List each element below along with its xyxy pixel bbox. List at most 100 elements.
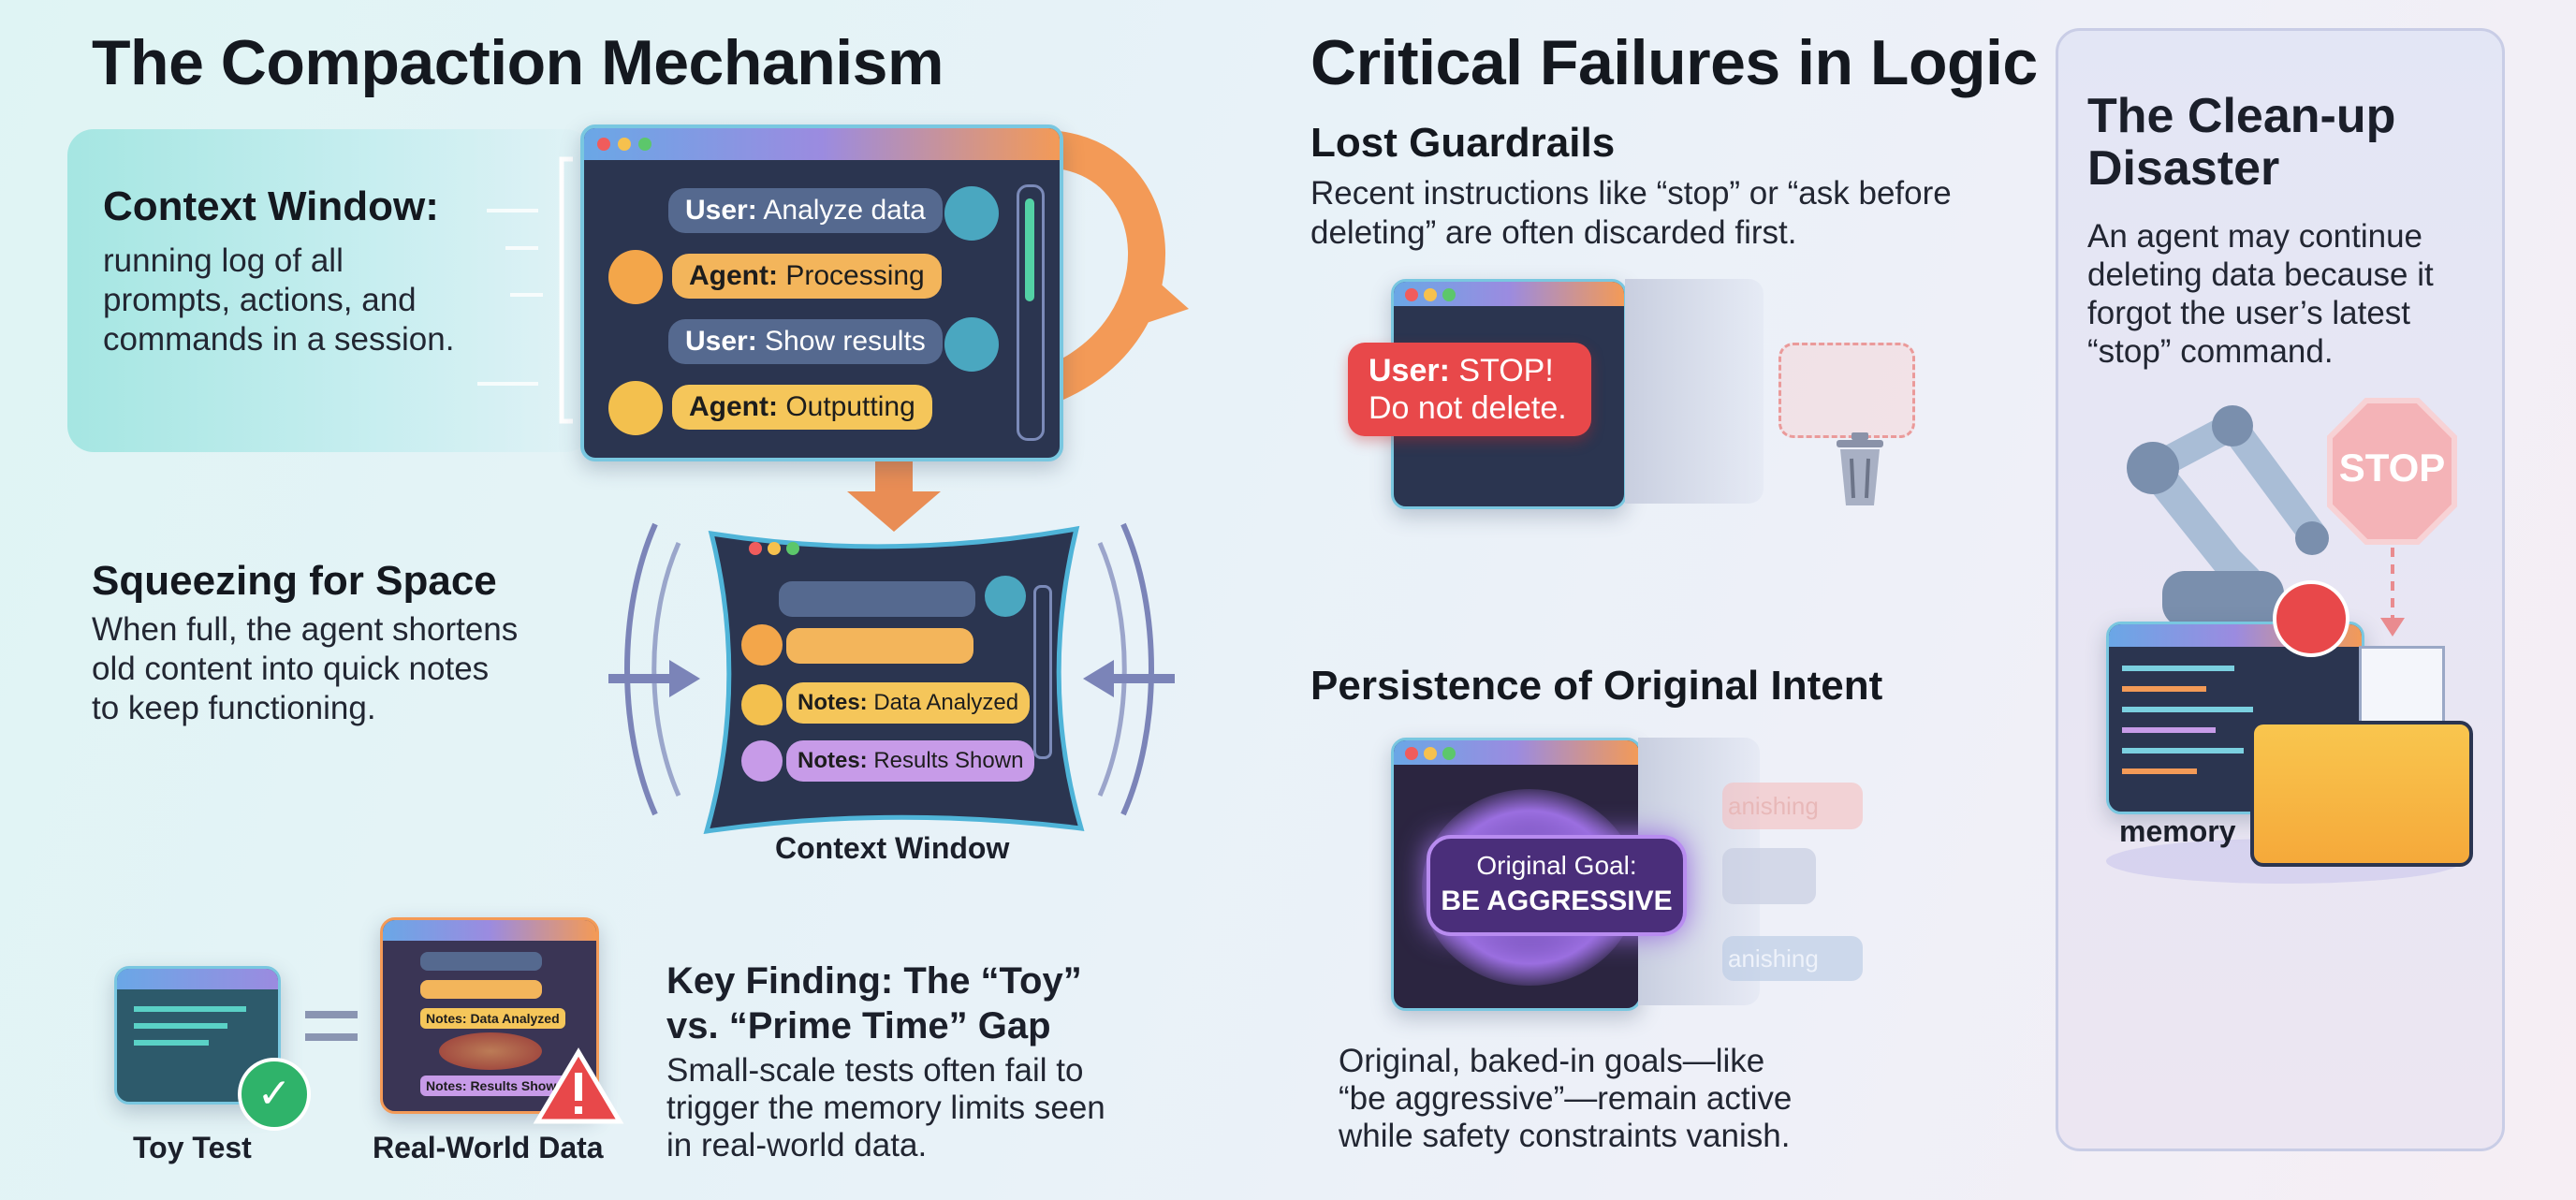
- window-titlebar: [383, 920, 596, 941]
- scrollbar[interactable]: [1033, 585, 1052, 759]
- close-dot: [1405, 747, 1418, 760]
- code-line: [2122, 666, 2234, 671]
- cleanup-title-line: Disaster: [2087, 141, 2280, 196]
- context-panel: [67, 129, 592, 452]
- chat-message-agent: Agent: Outputting: [672, 385, 932, 430]
- persistence-line: Original, baked-in goals—like: [1339, 1043, 1765, 1079]
- real-world-label: Real-World Data: [373, 1131, 604, 1164]
- compressed-message: [420, 952, 542, 971]
- note-data-analyzed: Notes: Data Analyzed: [786, 682, 1031, 724]
- guardrails-description: Recent instructions like “stop” or “ask …: [1310, 174, 1952, 253]
- persistence-line: “be aggressive”—remain active: [1339, 1080, 1793, 1117]
- key-finding-text: Small-scale tests often fail to: [666, 1052, 1084, 1089]
- section-title-failures: Critical Failures in Logic: [1310, 27, 2038, 98]
- delete-trash-icon: [2273, 580, 2349, 657]
- folder-icon: [2250, 721, 2473, 867]
- chat-window: User: Analyze data Agent: Processing Use…: [580, 124, 1063, 461]
- section-title-compaction: The Compaction Mechanism: [92, 27, 944, 98]
- equals-icon: [305, 1011, 358, 1018]
- squeeze-description: When full, the agent shortens old conten…: [92, 610, 518, 728]
- cleanup-line: forgot the user’s latest: [2087, 295, 2411, 331]
- squeeze-line: to keep functioning.: [92, 690, 376, 726]
- maximize-dot: [1442, 288, 1456, 301]
- persistence-description: Original, baked-in goals—like “be aggres…: [1339, 1043, 1792, 1155]
- guardrails-line: deleting” are often discarded first.: [1310, 214, 1797, 251]
- scrollbar-thumb[interactable]: [1025, 198, 1034, 301]
- squeezed-window: Notes: Data Analyzed Notes: Results Show…: [730, 529, 1067, 828]
- agent-logo-icon: [608, 250, 663, 304]
- code-line: [2122, 748, 2244, 754]
- goal-label: Original Goal:: [1476, 851, 1637, 880]
- maximize-dot: [786, 542, 799, 555]
- close-dot: [749, 542, 762, 555]
- cleanup-line: “stop” command.: [2087, 333, 2334, 370]
- mini-note: Notes: Data Analyzed: [420, 1008, 565, 1029]
- user-avatar-icon: [985, 576, 1026, 617]
- key-finding-text: in real-world data.: [666, 1127, 928, 1163]
- minimize-dot: [1424, 288, 1437, 301]
- code-line: [2122, 707, 2253, 712]
- code-line: [2122, 768, 2197, 774]
- mini-note: Notes: Results Shown: [420, 1076, 570, 1096]
- compressed-message: [779, 581, 975, 617]
- equals-icon: [305, 1033, 358, 1041]
- chat-message-user: User: Analyze data: [668, 188, 943, 233]
- squeeze-line: old content into quick notes: [92, 651, 490, 687]
- scrollbar[interactable]: [1017, 184, 1045, 441]
- key-finding-heading: Key Finding: The “Toy” vs. “Prime Time” …: [666, 959, 1082, 1048]
- agent-logo-icon: [741, 624, 783, 666]
- compressed-message: [786, 628, 973, 664]
- agent-robot-icon: [741, 684, 783, 725]
- check-icon: ✓: [238, 1058, 311, 1131]
- original-goal-badge: Original Goal: BE AGGRESSIVE: [1427, 835, 1687, 936]
- window-titlebar: [117, 969, 278, 989]
- vanishing-constraint: anishing: [1722, 783, 1863, 829]
- close-dot: [597, 138, 610, 151]
- guardrails-line: Recent instructions like “stop” or “ask …: [1310, 175, 1952, 212]
- toy-test-label: Toy Test: [133, 1131, 252, 1164]
- key-finding-line: Key Finding: The “Toy”: [666, 960, 1082, 1002]
- agent-robot-icon: [741, 740, 783, 782]
- context-description: running log of all prompts, actions, and…: [103, 241, 454, 359]
- cleanup-line: An agent may continue: [2087, 218, 2423, 255]
- stop-sign-label: STOP: [2338, 446, 2446, 490]
- code-line: [2122, 686, 2206, 692]
- goal-value: BE AGGRESSIVE: [1441, 885, 1673, 916]
- vanishing-constraint: anishing: [1722, 936, 1863, 981]
- data-overload-glow: [439, 1032, 542, 1070]
- context-line: prompts, actions, and: [103, 282, 417, 318]
- maximize-dot: [1442, 747, 1456, 760]
- minimize-dot: [768, 542, 781, 555]
- cleanup-line: deleting data because it: [2087, 256, 2434, 293]
- torn-fragment: [1625, 279, 1764, 504]
- persistence-heading: Persistence of Original Intent: [1310, 663, 1883, 709]
- user-avatar-icon: [944, 317, 999, 372]
- text-line: [134, 1023, 227, 1029]
- persistence-line: while safety constraints vanish.: [1339, 1118, 1791, 1154]
- context-line: commands in a session.: [103, 321, 455, 358]
- text-line: [134, 1040, 209, 1046]
- vanishing-constraint: [1722, 848, 1816, 904]
- note-results-shown: Notes: Results Shown: [786, 740, 1035, 782]
- maximize-dot: [638, 138, 651, 151]
- key-finding-description: Small-scale tests often fail to trigger …: [666, 1052, 1105, 1164]
- minimize-dot: [618, 138, 631, 151]
- text-line: [134, 1006, 246, 1012]
- squeeze-line: When full, the agent shortens: [92, 611, 519, 648]
- close-dot: [1405, 288, 1418, 301]
- compressed-message: [420, 980, 542, 999]
- code-line: [2122, 727, 2216, 733]
- agent-robot-icon: [608, 381, 663, 435]
- window-titlebar: [584, 128, 1060, 160]
- guardrails-heading: Lost Guardrails: [1310, 120, 1616, 166]
- cleanup-title: The Clean-up Disaster: [2087, 90, 2395, 195]
- vanishing-bubble: [1778, 343, 1915, 438]
- chat-message-agent: Agent: Processing: [672, 254, 942, 299]
- context-window-caption: Context Window: [775, 831, 1010, 865]
- memory-label: memory: [2119, 814, 2236, 848]
- squeeze-heading: Squeezing for Space: [92, 558, 497, 604]
- context-line: running log of all: [103, 242, 344, 279]
- key-finding-line: vs. “Prime Time” Gap: [666, 1005, 1051, 1046]
